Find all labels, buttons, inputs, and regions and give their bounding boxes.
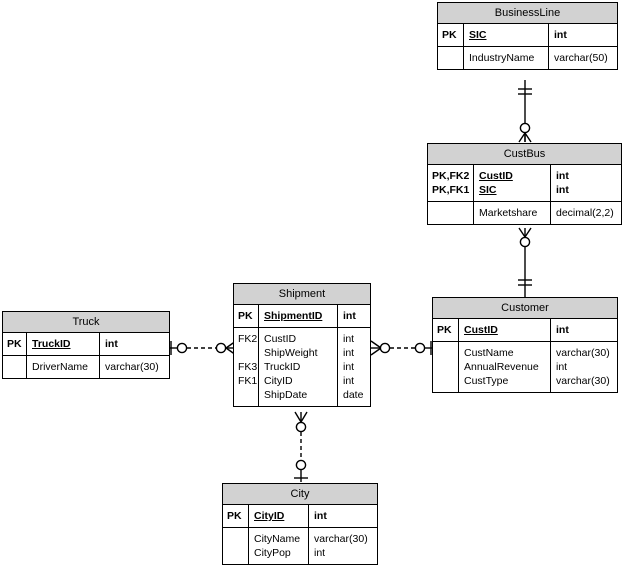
type-column: int — [105, 338, 118, 350]
entity-truck[interactable]: Truck PK TruckID int . DriverName varcha… — [2, 311, 170, 379]
type-column: int int int int date — [343, 333, 364, 401]
name-column: CustID SIC — [474, 165, 551, 201]
pk-section: PK,FK2 PK,FK1 CustID SIC int int — [428, 165, 621, 202]
type-column: decimal(2,2) — [556, 207, 614, 219]
name-column: CustID — [459, 319, 551, 341]
attribute-section: . CityName CityPop varchar(30) int — [223, 528, 377, 564]
entity-custbus[interactable]: CustBus PK,FK2 PK,FK1 CustID SIC int int… — [427, 143, 622, 225]
entity-title: City — [223, 484, 377, 505]
relationship-shipment-customer — [369, 332, 435, 364]
entity-title: Customer — [433, 298, 617, 319]
name-column: SIC — [464, 24, 549, 46]
name-column: ShipmentID — [259, 305, 338, 327]
entity-title: Truck — [3, 312, 169, 333]
entity-customer[interactable]: Customer PK CustID int . CustName Annual… — [432, 297, 618, 393]
key-column: . — [428, 202, 474, 224]
relationship-truck-shipment — [168, 332, 237, 364]
relationship-custbus-customer — [505, 227, 545, 298]
key-column: PK — [433, 319, 459, 341]
relationship-businessline-custbus — [505, 80, 545, 143]
pk-section: PK CityID int — [223, 505, 377, 528]
type-column: varchar(30) int varchar(30) — [556, 347, 610, 387]
type-column: varchar(30) — [105, 361, 159, 373]
type-column: int — [343, 310, 356, 322]
type-column: int — [314, 510, 327, 522]
name-column: CityID — [249, 505, 309, 527]
attribute-section: . CustName AnnualRevenue CustType varcha… — [433, 342, 617, 392]
name-column: CityName CityPop — [249, 528, 309, 564]
entity-shipment[interactable]: Shipment PK ShipmentID int FK2 . FK3 FK1… — [233, 283, 371, 407]
key-column: . — [438, 47, 464, 69]
relationship-shipment-city — [284, 410, 320, 484]
key-column: . — [3, 356, 27, 378]
pk-section: PK SIC int — [438, 24, 617, 47]
type-column: varchar(30) int — [314, 533, 368, 559]
name-column: IndustryName — [464, 47, 549, 69]
entity-city[interactable]: City PK CityID int . CityName CityPop va… — [222, 483, 378, 565]
key-column: FK2 . FK3 FK1 . — [234, 328, 259, 406]
attribute-section: . Marketshare decimal(2,2) — [428, 202, 621, 224]
key-column: PK — [438, 24, 464, 46]
type-column: int — [556, 324, 569, 336]
entity-title: BusinessLine — [438, 3, 617, 24]
key-column: . — [223, 528, 249, 564]
key-column: PK — [3, 333, 27, 355]
entity-title: CustBus — [428, 144, 621, 165]
name-column: DriverName — [27, 356, 100, 378]
key-column: . — [433, 342, 459, 392]
attribute-section: . IndustryName varchar(50) — [438, 47, 617, 69]
name-column: TruckID — [27, 333, 100, 355]
key-column: PK — [223, 505, 249, 527]
name-column: Marketshare — [474, 202, 551, 224]
name-column: CustID ShipWeight TruckID CityID ShipDat… — [259, 328, 338, 406]
type-column: int — [554, 29, 567, 41]
type-column: int int — [556, 170, 569, 196]
key-column: PK — [234, 305, 259, 327]
attribute-section: . DriverName varchar(30) — [3, 356, 169, 378]
pk-section: PK TruckID int — [3, 333, 169, 356]
pk-section: PK CustID int — [433, 319, 617, 342]
type-column: varchar(50) — [554, 52, 608, 64]
key-column: PK,FK2 PK,FK1 — [428, 165, 474, 201]
attribute-section: FK2 . FK3 FK1 . CustID ShipWeight TruckI… — [234, 328, 370, 406]
entity-title: Shipment — [234, 284, 370, 305]
entity-businessline[interactable]: BusinessLine PK SIC int . IndustryName v… — [437, 2, 618, 70]
name-column: CustName AnnualRevenue CustType — [459, 342, 551, 392]
pk-section: PK ShipmentID int — [234, 305, 370, 328]
